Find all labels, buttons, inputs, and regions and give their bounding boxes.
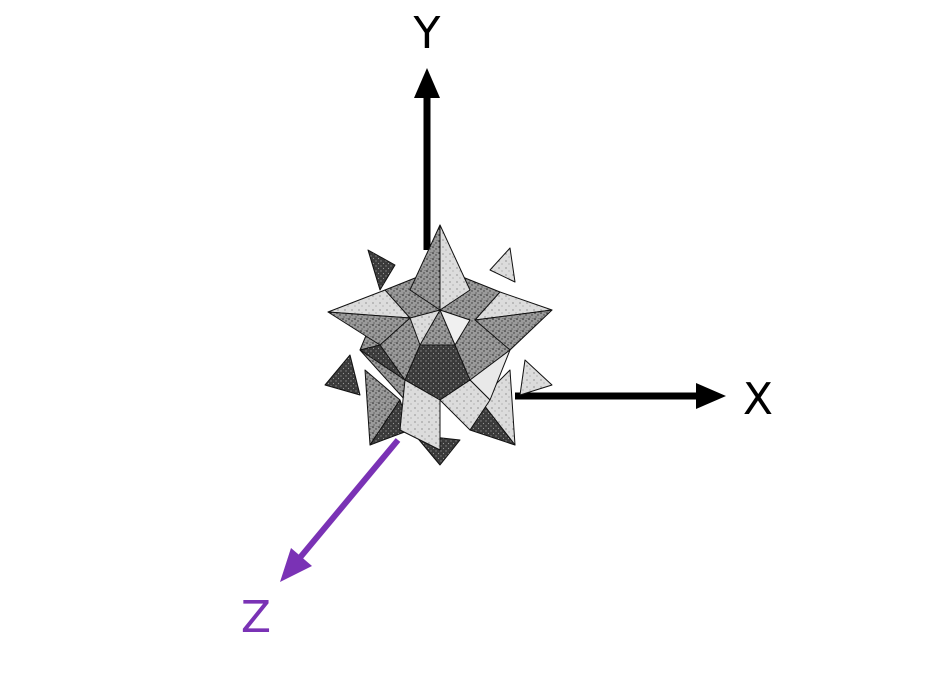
x-axis: X — [515, 374, 773, 425]
y-axis-arrowhead — [414, 68, 440, 98]
x-axis-arrowhead — [696, 383, 726, 409]
stellated-dodecahedron-icon — [324, 224, 553, 466]
z-axis: Z — [241, 438, 401, 643]
z-axis-arrowhead — [280, 548, 312, 582]
y-axis: Y — [413, 8, 441, 250]
x-axis-label: X — [743, 374, 773, 425]
z-axis-label: Z — [241, 592, 271, 643]
y-axis-label: Y — [413, 8, 441, 59]
z-axis-line — [295, 438, 401, 562]
